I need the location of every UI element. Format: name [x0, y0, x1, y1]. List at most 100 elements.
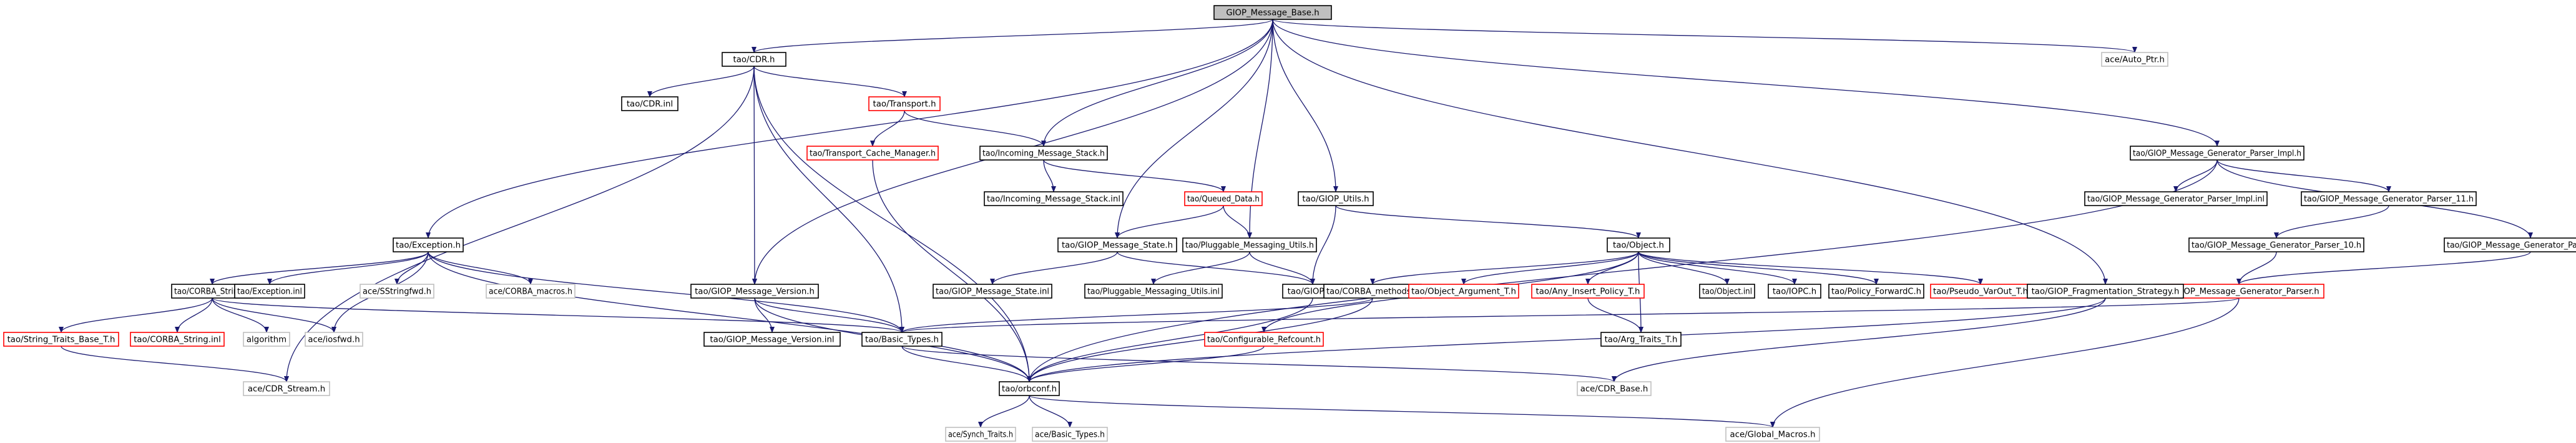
node-box-giop_utils: [1298, 191, 1374, 206]
node-pseudovar[interactable]: tao/Pseudo_VarOut_T.h: [1930, 284, 2031, 299]
node-policyfwd[interactable]: tao/Policy_ForwardC.h: [1828, 284, 1924, 299]
edge-root-to-gfs: [1272, 19, 2108, 285]
node-gmgp[interactable]: tao/GIOP_Message_Generator_Parser.h: [2153, 284, 2324, 299]
node-label-basictypes: tao/Basic_Types.h: [865, 336, 939, 345]
edge-gmgp12-to-gmgp: [2236, 251, 2531, 285]
node-box-sstringfwd: [360, 284, 434, 299]
node-gmv[interactable]: tao/GIOP_Message_Version.h: [690, 284, 819, 299]
edge-basictypes-to-orbconf: [901, 346, 1032, 382]
node-corbastring[interactable]: tao/CORBA_String.h: [171, 284, 253, 299]
edge-orbconf-to-synchtraits: [978, 395, 1030, 428]
edge-gmgpi-to-gmgp11: [2216, 159, 2391, 192]
node-box-corbastringinl: [130, 332, 225, 347]
node-box-objarg: [1408, 284, 1519, 299]
node-gms[interactable]: tao/GIOP_Message_State.h: [1057, 237, 1177, 252]
node-ims[interactable]: tao/Incoming_Message_Stack.h: [979, 146, 1108, 161]
node-exceptioninl[interactable]: tao/Exception.inl: [234, 284, 305, 299]
node-cdr[interactable]: tao/CDR.h: [722, 52, 786, 67]
node-label-tcm: tao/Transport_Cache_Manager.h: [810, 149, 936, 159]
edge-queued-to-gms: [1115, 205, 1224, 239]
node-pmuinl[interactable]: tao/Pluggable_Messaging_Utils.inl: [1084, 284, 1223, 299]
node-orbconf[interactable]: tao/orbconf.h: [999, 381, 1060, 396]
node-box-exception: [393, 237, 464, 252]
node-queued[interactable]: tao/Queued_Data.h: [1184, 191, 1263, 206]
node-label-gmgpi: tao/GIOP_Message_Generator_Parser_Impl.h: [2133, 149, 2301, 159]
node-box-queued: [1184, 191, 1263, 206]
node-root[interactable]: GIOP_Message_Base.h: [1213, 5, 1332, 20]
edge-root-to-cdr: [752, 19, 1273, 53]
node-cdrinl[interactable]: tao/CDR.inl: [621, 96, 678, 111]
edge-cdr-to-transport: [753, 66, 907, 97]
node-label-cdr: tao/CDR.h: [733, 56, 775, 65]
edge-cdr-to-cdrinl: [647, 66, 755, 97]
node-box-object: [1607, 237, 1670, 252]
node-object[interactable]: tao/Object.h: [1607, 237, 1670, 252]
node-box-globalmacros: [1725, 427, 1820, 442]
node-label-gmsinl: tao/GIOP_Message_State.inl: [936, 287, 1049, 297]
node-autoptr: ace/Auto_Ptr.h: [2101, 52, 2168, 67]
node-box-autoptr: [2101, 52, 2168, 67]
node-giop_utils[interactable]: tao/GIOP_Utils.h: [1298, 191, 1374, 206]
edge-basictypes-to-cdrbase: [901, 346, 1617, 382]
node-anyinsert[interactable]: tao/Any_Insert_Policy_T.h: [1531, 284, 1645, 299]
edge-transport-to-tcm: [870, 110, 905, 147]
node-corbastringinl[interactable]: tao/CORBA_String.inl: [130, 332, 225, 347]
node-gfs[interactable]: tao/GIOP_Fragmentation_Strategy.h: [2027, 284, 2184, 299]
node-box-gfs: [2027, 284, 2184, 299]
node-stringtraits[interactable]: tao/String_Traits_Base_T.h: [3, 332, 119, 347]
node-box-gmgp11: [2301, 191, 2477, 206]
node-gmgpiinl[interactable]: tao/GIOP_Message_Generator_Parser_Impl.i…: [2084, 191, 2268, 206]
edge-exception-to-corbastring: [210, 251, 429, 285]
node-box-gmsinl: [933, 284, 1052, 299]
node-gmgp10[interactable]: tao/GIOP_Message_Generator_Parser_10.h: [2188, 237, 2364, 252]
node-confref[interactable]: tao/Configurable_Refcount.h: [1204, 332, 1324, 347]
edge-transport-to-ims: [904, 110, 1046, 147]
node-label-globalmacros: ace/Global_Macros.h: [1730, 431, 1815, 440]
node-imsinl[interactable]: tao/Incoming_Message_Stack.inl: [984, 191, 1124, 206]
edge-pmu-to-giopc: [1249, 251, 1315, 285]
node-gmsinl[interactable]: tao/GIOP_Message_State.inl: [933, 284, 1052, 299]
edge-orbconf-to-acebasictypes: [1029, 395, 1072, 428]
node-gmvinl[interactable]: tao/GIOP_Message_Version.inl: [703, 332, 841, 347]
edge-root-to-autoptr: [1272, 19, 2137, 53]
node-argtraits[interactable]: tao/Arg_Traits_T.h: [1600, 332, 1682, 347]
node-basictypes[interactable]: tao/Basic_Types.h: [861, 332, 943, 347]
dependency-edges: [59, 19, 2533, 428]
node-box-objectinl: [1699, 284, 1755, 299]
edge-gmgp10-to-gmgp: [2236, 251, 2277, 285]
node-corbamethods[interactable]: tao/CORBA_methods.h: [1323, 284, 1422, 299]
edge-object-to-policyfwd: [1638, 251, 1879, 285]
node-tcm[interactable]: tao/Transport_Cache_Manager.h: [806, 146, 939, 161]
edge-stringtraits-to-cdrstream: [61, 346, 289, 382]
edge-confref-to-orbconf: [1027, 346, 1265, 382]
node-label-gfs: tao/GIOP_Fragmentation_Strategy.h: [2032, 287, 2180, 297]
edge-object-to-corbamethods: [1370, 251, 1639, 285]
edge-anyinsert-to-argtraits: [1587, 297, 1643, 333]
node-objarg[interactable]: tao/Object_Argument_T.h: [1408, 284, 1519, 299]
node-objectinl[interactable]: tao/Object.inl: [1699, 284, 1755, 299]
node-gmgp11[interactable]: tao/GIOP_Message_Generator_Parser_11.h: [2301, 191, 2477, 206]
node-iopc[interactable]: tao/IOPC.h: [1768, 284, 1821, 299]
node-label-exceptioninl: tao/Exception.inl: [237, 287, 302, 297]
node-box-argtraits: [1600, 332, 1682, 347]
edge-corbastring-to-basictypes: [212, 297, 904, 333]
node-label-object: tao/Object.h: [1613, 241, 1664, 251]
node-gmgpi[interactable]: tao/GIOP_Message_Generator_Parser_Impl.h: [2130, 146, 2304, 161]
node-label-pmuinl: tao/Pluggable_Messaging_Utils.inl: [1087, 287, 1220, 297]
node-box-pmu: [1182, 237, 1317, 252]
node-label-anyinsert: tao/Any_Insert_Policy_T.h: [1536, 287, 1640, 297]
node-box-cdrinl: [621, 96, 678, 111]
node-pmu[interactable]: tao/Pluggable_Messaging_Utils.h: [1182, 237, 1317, 252]
node-transport[interactable]: tao/Transport.h: [868, 96, 941, 111]
node-exception[interactable]: tao/Exception.h: [393, 237, 464, 252]
node-label-gmgp: tao/GIOP_Message_Generator_Parser.h: [2158, 287, 2319, 297]
edge-exception-to-exceptioninl: [267, 251, 429, 285]
edge-root-to-gmgpi: [1272, 19, 2220, 147]
node-label-stringtraits: tao/String_Traits_Base_T.h: [7, 336, 115, 345]
edge-gmgp-to-basictypes: [899, 297, 2240, 333]
node-label-objectinl: tao/Object.inl: [1702, 287, 1752, 297]
node-label-corbastringinl: tao/CORBA_String.inl: [134, 336, 221, 345]
node-label-exception: tao/Exception.h: [396, 241, 461, 251]
node-synchtraits: ace/Synch_Traits.h: [945, 427, 1016, 442]
node-gmgp12[interactable]: tao/GIOP_Message_Generator_Parser_12.h: [2444, 237, 2576, 252]
